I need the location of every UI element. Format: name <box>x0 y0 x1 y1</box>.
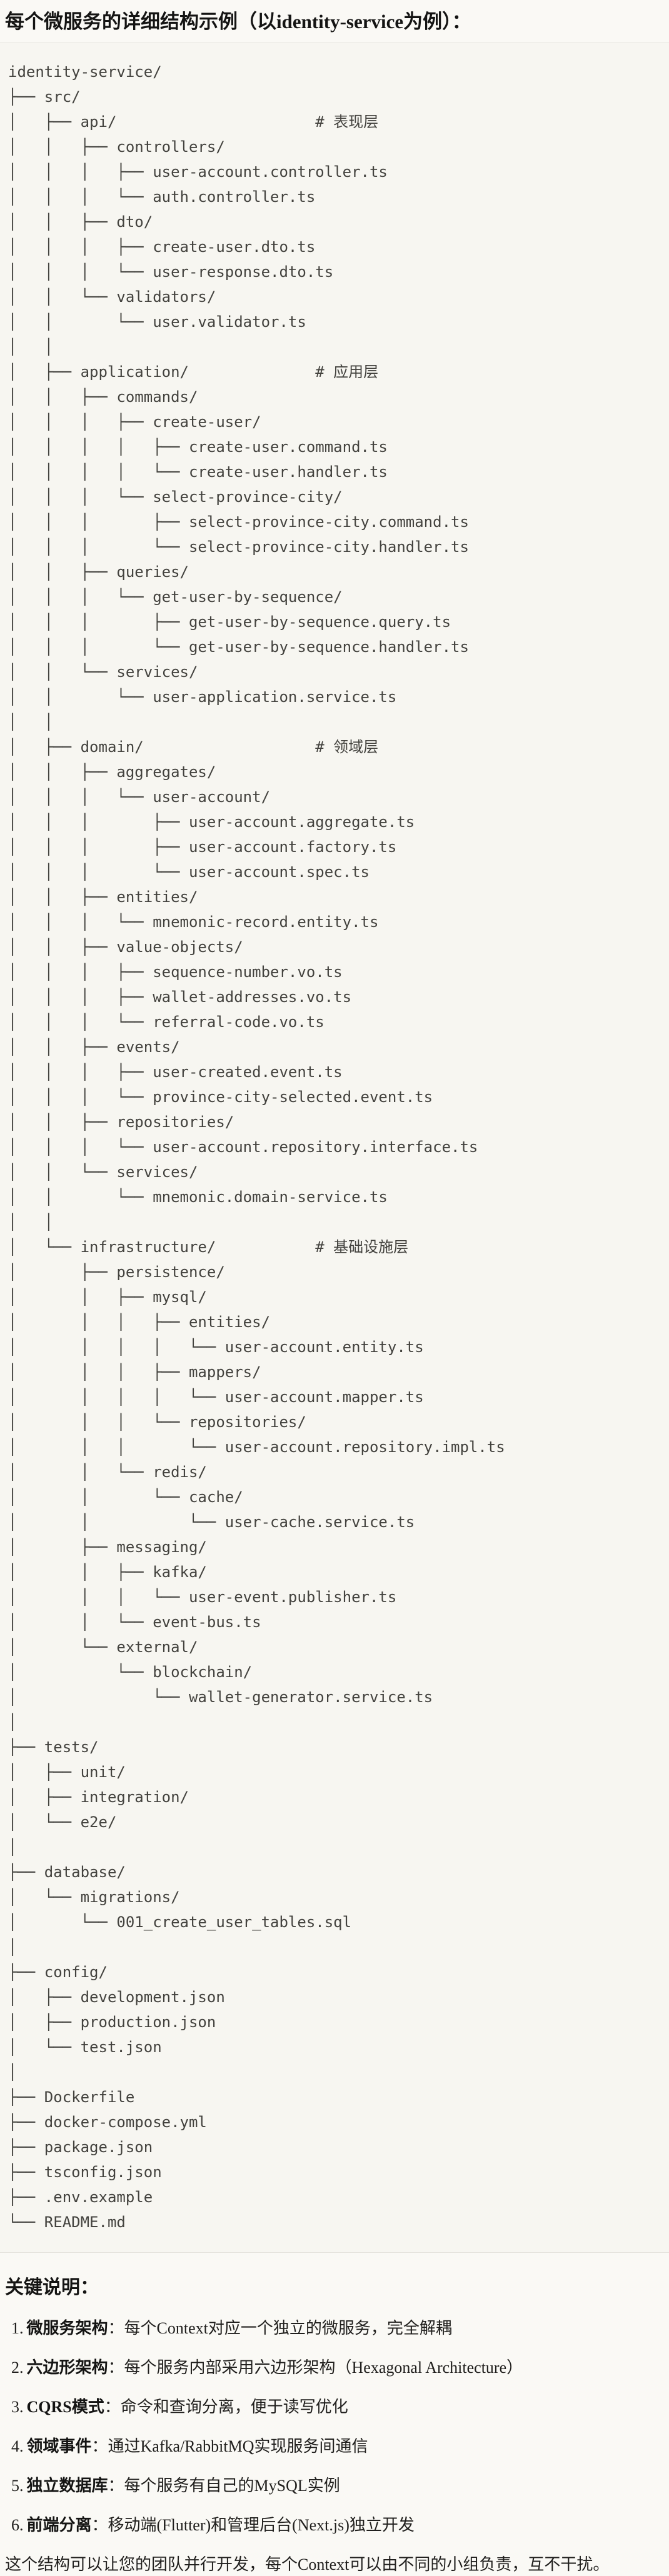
note-number: 1. <box>11 2319 24 2337</box>
note-item-3: 3.CQRS模式：命令和查询分离，便于读写优化 <box>5 2395 663 2418</box>
note-item-1: 1.微服务架构：每个Context对应一个独立的微服务，完全解耦 <box>5 2317 663 2340</box>
note-term: 前端分离 <box>26 2516 92 2534</box>
directory-tree: identity-service/ ├── src/ │ ├── api/ # … <box>8 63 505 2231</box>
note-number: 5. <box>11 2477 24 2495</box>
note-term: 独立数据库 <box>26 2477 108 2495</box>
note-term: CQRS模式 <box>26 2398 104 2416</box>
note-item-4: 4.领域事件：通过Kafka/RabbitMQ实现服务间通信 <box>5 2435 663 2458</box>
directory-tree-code-block: identity-service/ ├── src/ │ ├── api/ # … <box>0 43 669 2253</box>
note-desc: ：命令和查询分离，便于读写优化 <box>104 2398 348 2416</box>
note-term: 领域事件 <box>26 2437 92 2455</box>
note-term: 微服务架构 <box>26 2319 108 2337</box>
notes-footer: 这个结构可以让您的团队并行开发，每个Context可以由不同的小组负责，互不干扰… <box>5 2555 610 2573</box>
note-desc: ：移动端(Flutter)和管理后台(Next.js)独立开发 <box>91 2516 415 2534</box>
note-item-6: 6.前端分离：移动端(Flutter)和管理后台(Next.js)独立开发 <box>5 2513 663 2537</box>
note-desc: ：每个Context对应一个独立的微服务，完全解耦 <box>108 2319 452 2337</box>
note-desc: ：每个服务内部采用六边形架构（Hexagonal Architecture） <box>108 2358 523 2377</box>
note-number: 3. <box>11 2398 24 2416</box>
note-number: 2. <box>11 2358 24 2377</box>
notes-section: 关键说明： 1.微服务架构：每个Context对应一个独立的微服务，完全解耦 2… <box>0 2275 669 2576</box>
note-desc: ：通过Kafka/RabbitMQ实现服务间通信 <box>91 2437 368 2455</box>
notes-heading: 关键说明： <box>5 2277 99 2298</box>
note-item-5: 5.独立数据库：每个服务有自己的MySQL实例 <box>5 2474 663 2497</box>
note-number: 6. <box>11 2516 24 2534</box>
note-term: 六边形架构 <box>26 2358 108 2377</box>
note-number: 4. <box>11 2437 24 2455</box>
note-item-2: 2.六边形架构：每个服务内部采用六边形架构（Hexagonal Architec… <box>5 2356 663 2379</box>
note-desc: ：每个服务有自己的MySQL实例 <box>108 2477 340 2495</box>
page-title: 每个微服务的详细结构示例（以identity-service为例）： <box>5 11 471 33</box>
